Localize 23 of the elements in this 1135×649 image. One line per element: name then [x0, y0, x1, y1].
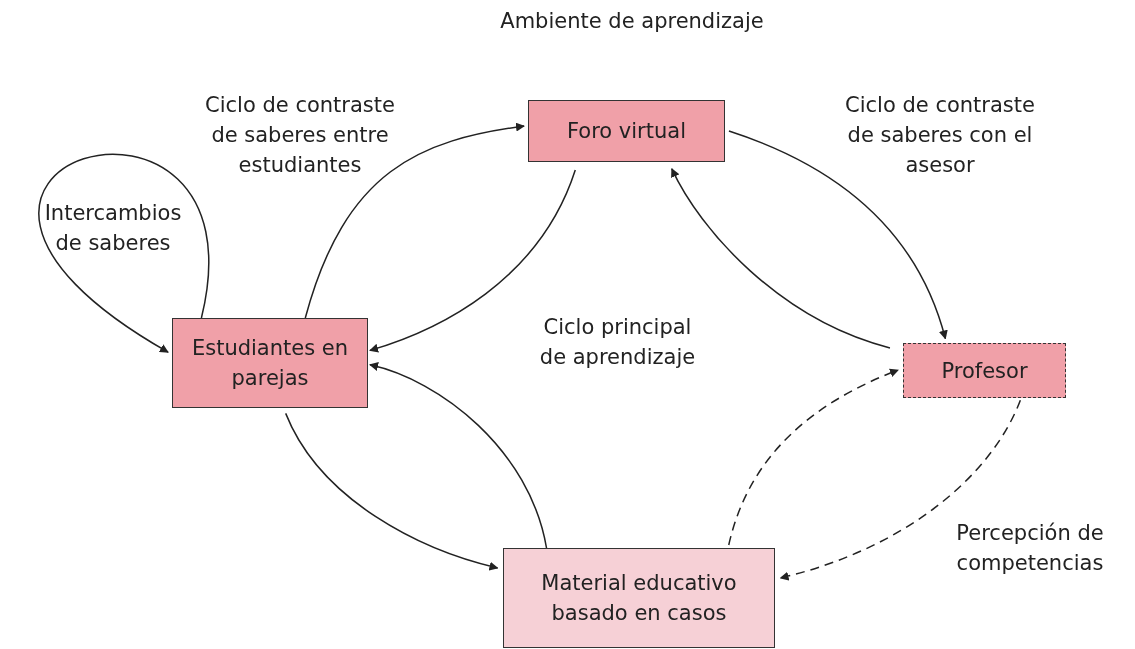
- annotation-text: Ciclo de contraste de saberes con el asesor: [844, 92, 1036, 179]
- arrow: [671, 168, 891, 349]
- process-box: [172, 318, 368, 408]
- annotation-text: Percepción de competencias: [955, 520, 1105, 577]
- arrow: [728, 368, 899, 546]
- arrow: [369, 169, 577, 353]
- arrow: [39, 153, 210, 353]
- arrow: [728, 130, 948, 340]
- arrow: [304, 122, 525, 319]
- arrow: [779, 399, 1022, 581]
- annotation-text: Intercambios de saberes: [43, 200, 183, 257]
- process-box: [903, 343, 1066, 398]
- node-label: Profesor: [941, 357, 1028, 385]
- annotation-text: Ciclo principal de aprendizaje: [538, 314, 697, 371]
- arrow: [369, 362, 548, 549]
- node-label: Foro virtual: [567, 118, 686, 145]
- arrow: [284, 412, 499, 571]
- process-box: [528, 100, 725, 162]
- process-box: [503, 548, 775, 648]
- node-label: Estudiantes en parejas: [190, 335, 350, 392]
- node-label: Material educativo basado en casos: [540, 570, 738, 627]
- diagram-title: Ambiente de aprendizaje: [499, 8, 765, 35]
- annotation-text: Ciclo de contraste de saberes entre estudiantes: [204, 92, 396, 179]
